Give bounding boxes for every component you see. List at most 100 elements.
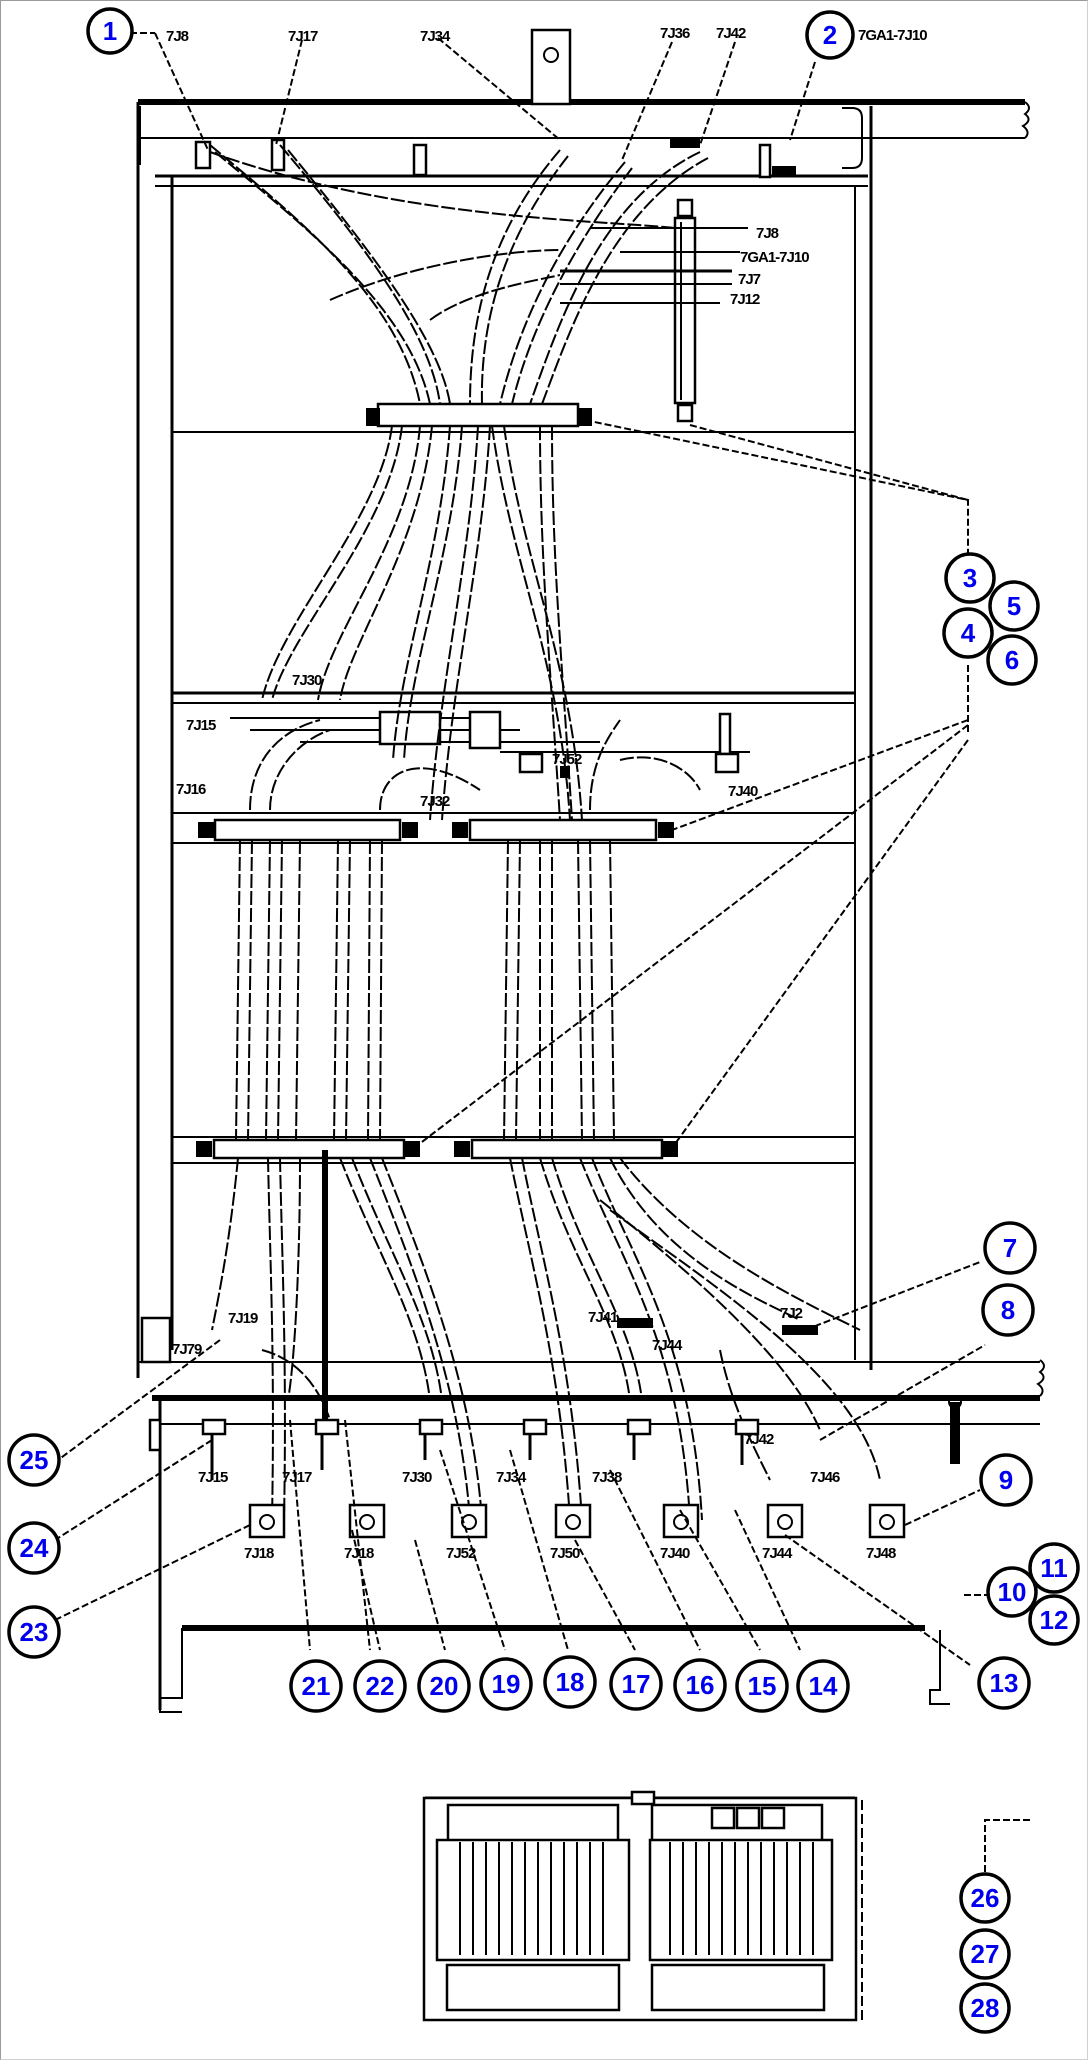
callout-13[interactable]: 13 bbox=[977, 1656, 1031, 1710]
callout-8[interactable]: 8 bbox=[981, 1283, 1035, 1337]
label-top-7j42: 7J42 bbox=[716, 25, 746, 42]
label-7j30: 7J30 bbox=[292, 672, 322, 689]
secondary-view-assembly bbox=[422, 1790, 863, 2022]
svg-text:9: 9 bbox=[999, 1465, 1013, 1495]
svg-text:1: 1 bbox=[103, 16, 117, 46]
callout-14[interactable]: 14 bbox=[796, 1659, 850, 1713]
label-7j32: 7J32 bbox=[420, 793, 450, 810]
svg-text:26: 26 bbox=[971, 1883, 1000, 1913]
svg-text:6: 6 bbox=[1005, 645, 1019, 675]
label-7j7: 7J7 bbox=[738, 271, 761, 288]
callout-24[interactable]: 24 bbox=[7, 1521, 61, 1575]
svg-text:16: 16 bbox=[686, 1670, 715, 1700]
callout-5[interactable]: 5 bbox=[988, 580, 1040, 632]
callout-1[interactable]: 1 bbox=[86, 7, 134, 55]
middle-shelf-hardware bbox=[230, 710, 750, 778]
callout-3[interactable]: 3 bbox=[944, 552, 996, 604]
svg-text:17: 17 bbox=[622, 1669, 651, 1699]
label-7j2: 7J2 bbox=[780, 1305, 803, 1322]
radiator-fins bbox=[459, 1842, 814, 1955]
svg-text:11: 11 bbox=[1040, 1553, 1068, 1583]
callout-11[interactable]: 11 bbox=[1028, 1542, 1080, 1594]
label-7j30-lower: 7J30 bbox=[402, 1469, 432, 1486]
callout-20[interactable]: 20 bbox=[417, 1659, 471, 1713]
svg-text:21: 21 bbox=[302, 1671, 331, 1701]
callout-12[interactable]: 12 bbox=[1028, 1594, 1080, 1646]
svg-text:14: 14 bbox=[809, 1671, 838, 1701]
svg-text:3: 3 bbox=[963, 563, 977, 593]
label-7ga1-7j10: 7GA1-7J10 bbox=[740, 249, 809, 266]
label-top-7j8: 7J8 bbox=[166, 28, 189, 45]
label-7j44: 7J44 bbox=[762, 1545, 793, 1562]
label-7j17-lower: 7J17 bbox=[282, 1469, 312, 1486]
label-7j46-lower: 7J46 bbox=[810, 1469, 840, 1486]
svg-text:15: 15 bbox=[748, 1671, 777, 1701]
label-7j34-lower: 7J34 bbox=[496, 1469, 527, 1486]
svg-text:2: 2 bbox=[823, 20, 837, 50]
callout-balloons: 1 2 3 5 4 6 7 8 9 11 10 12 13 14 15 16 1… bbox=[7, 7, 1080, 2034]
svg-text:27: 27 bbox=[971, 1939, 1000, 1969]
label-7j52-lower: 7J52 bbox=[446, 1545, 476, 1562]
terminal-strip bbox=[560, 198, 748, 423]
svg-text:24: 24 bbox=[20, 1533, 49, 1563]
callout-28[interactable]: 28 bbox=[959, 1982, 1011, 2034]
callout-leaders bbox=[54, 32, 1030, 1880]
label-7j18: 7J18 bbox=[244, 1545, 274, 1562]
label-7j48: 7J48 bbox=[866, 1545, 896, 1562]
label-top-7j17: 7J17 bbox=[288, 28, 318, 45]
callout-6[interactable]: 6 bbox=[986, 634, 1038, 686]
svg-text:8: 8 bbox=[1001, 1295, 1015, 1325]
svg-text:28: 28 bbox=[971, 1993, 1000, 2023]
svg-text:5: 5 bbox=[1007, 591, 1021, 621]
svg-text:7: 7 bbox=[1003, 1233, 1017, 1263]
callout-22[interactable]: 22 bbox=[353, 1659, 407, 1713]
cable-bundles bbox=[209, 144, 881, 1521]
callout-16[interactable]: 16 bbox=[673, 1658, 727, 1712]
svg-text:12: 12 bbox=[1040, 1605, 1069, 1635]
label-7j41: 7J41 bbox=[588, 1309, 618, 1326]
label-7j18b: 7J18 bbox=[344, 1545, 374, 1562]
callout-7[interactable]: 7 bbox=[983, 1221, 1037, 1275]
svg-text:19: 19 bbox=[492, 1669, 521, 1699]
svg-text:20: 20 bbox=[430, 1671, 459, 1701]
callout-25[interactable]: 25 bbox=[7, 1433, 61, 1487]
label-top-7j34: 7J34 bbox=[420, 28, 451, 45]
label-7j16: 7J16 bbox=[176, 781, 206, 798]
callout-18[interactable]: 18 bbox=[543, 1655, 597, 1709]
callout-17[interactable]: 17 bbox=[609, 1657, 663, 1711]
label-7j15-lower: 7J15 bbox=[198, 1469, 228, 1486]
svg-text:13: 13 bbox=[990, 1668, 1019, 1698]
label-7j44-upper: 7J44 bbox=[652, 1337, 683, 1354]
callout-2[interactable]: 2 bbox=[805, 10, 855, 60]
svg-text:25: 25 bbox=[20, 1445, 49, 1475]
label-7j19: 7J19 bbox=[228, 1310, 258, 1327]
callout-21[interactable]: 21 bbox=[289, 1659, 343, 1713]
callout-15[interactable]: 15 bbox=[735, 1659, 789, 1713]
label-7j42-lower: 7J42 bbox=[744, 1431, 774, 1448]
top-rail-brackets bbox=[194, 138, 796, 179]
label-7j38-lower: 7J38 bbox=[592, 1469, 622, 1486]
callout-4[interactable]: 4 bbox=[942, 607, 994, 659]
callout-10[interactable]: 10 bbox=[986, 1566, 1038, 1618]
svg-text:22: 22 bbox=[366, 1671, 395, 1701]
callout-19[interactable]: 19 bbox=[479, 1657, 533, 1711]
callout-23[interactable]: 23 bbox=[7, 1605, 61, 1659]
label-7j40-lower: 7J40 bbox=[660, 1545, 690, 1562]
label-7j52: 7J52 bbox=[552, 751, 582, 768]
cable-clamps bbox=[196, 402, 678, 1160]
label-7j15: 7J15 bbox=[186, 717, 216, 734]
label-7j50: 7J50 bbox=[550, 1545, 580, 1562]
label-top-7ga1-7j10: 7GA1-7J10 bbox=[858, 27, 927, 44]
callout-9[interactable]: 9 bbox=[979, 1453, 1033, 1507]
label-7j40: 7J40 bbox=[728, 783, 758, 800]
callout-26[interactable]: 26 bbox=[959, 1872, 1011, 1924]
callout-27[interactable]: 27 bbox=[959, 1928, 1011, 1980]
svg-text:10: 10 bbox=[998, 1577, 1027, 1607]
label-7j12: 7J12 bbox=[730, 291, 760, 308]
svg-text:4: 4 bbox=[961, 618, 976, 648]
svg-text:23: 23 bbox=[20, 1617, 49, 1647]
label-top-7j36: 7J36 bbox=[660, 25, 690, 42]
cabinet-frame bbox=[136, 28, 1045, 1713]
